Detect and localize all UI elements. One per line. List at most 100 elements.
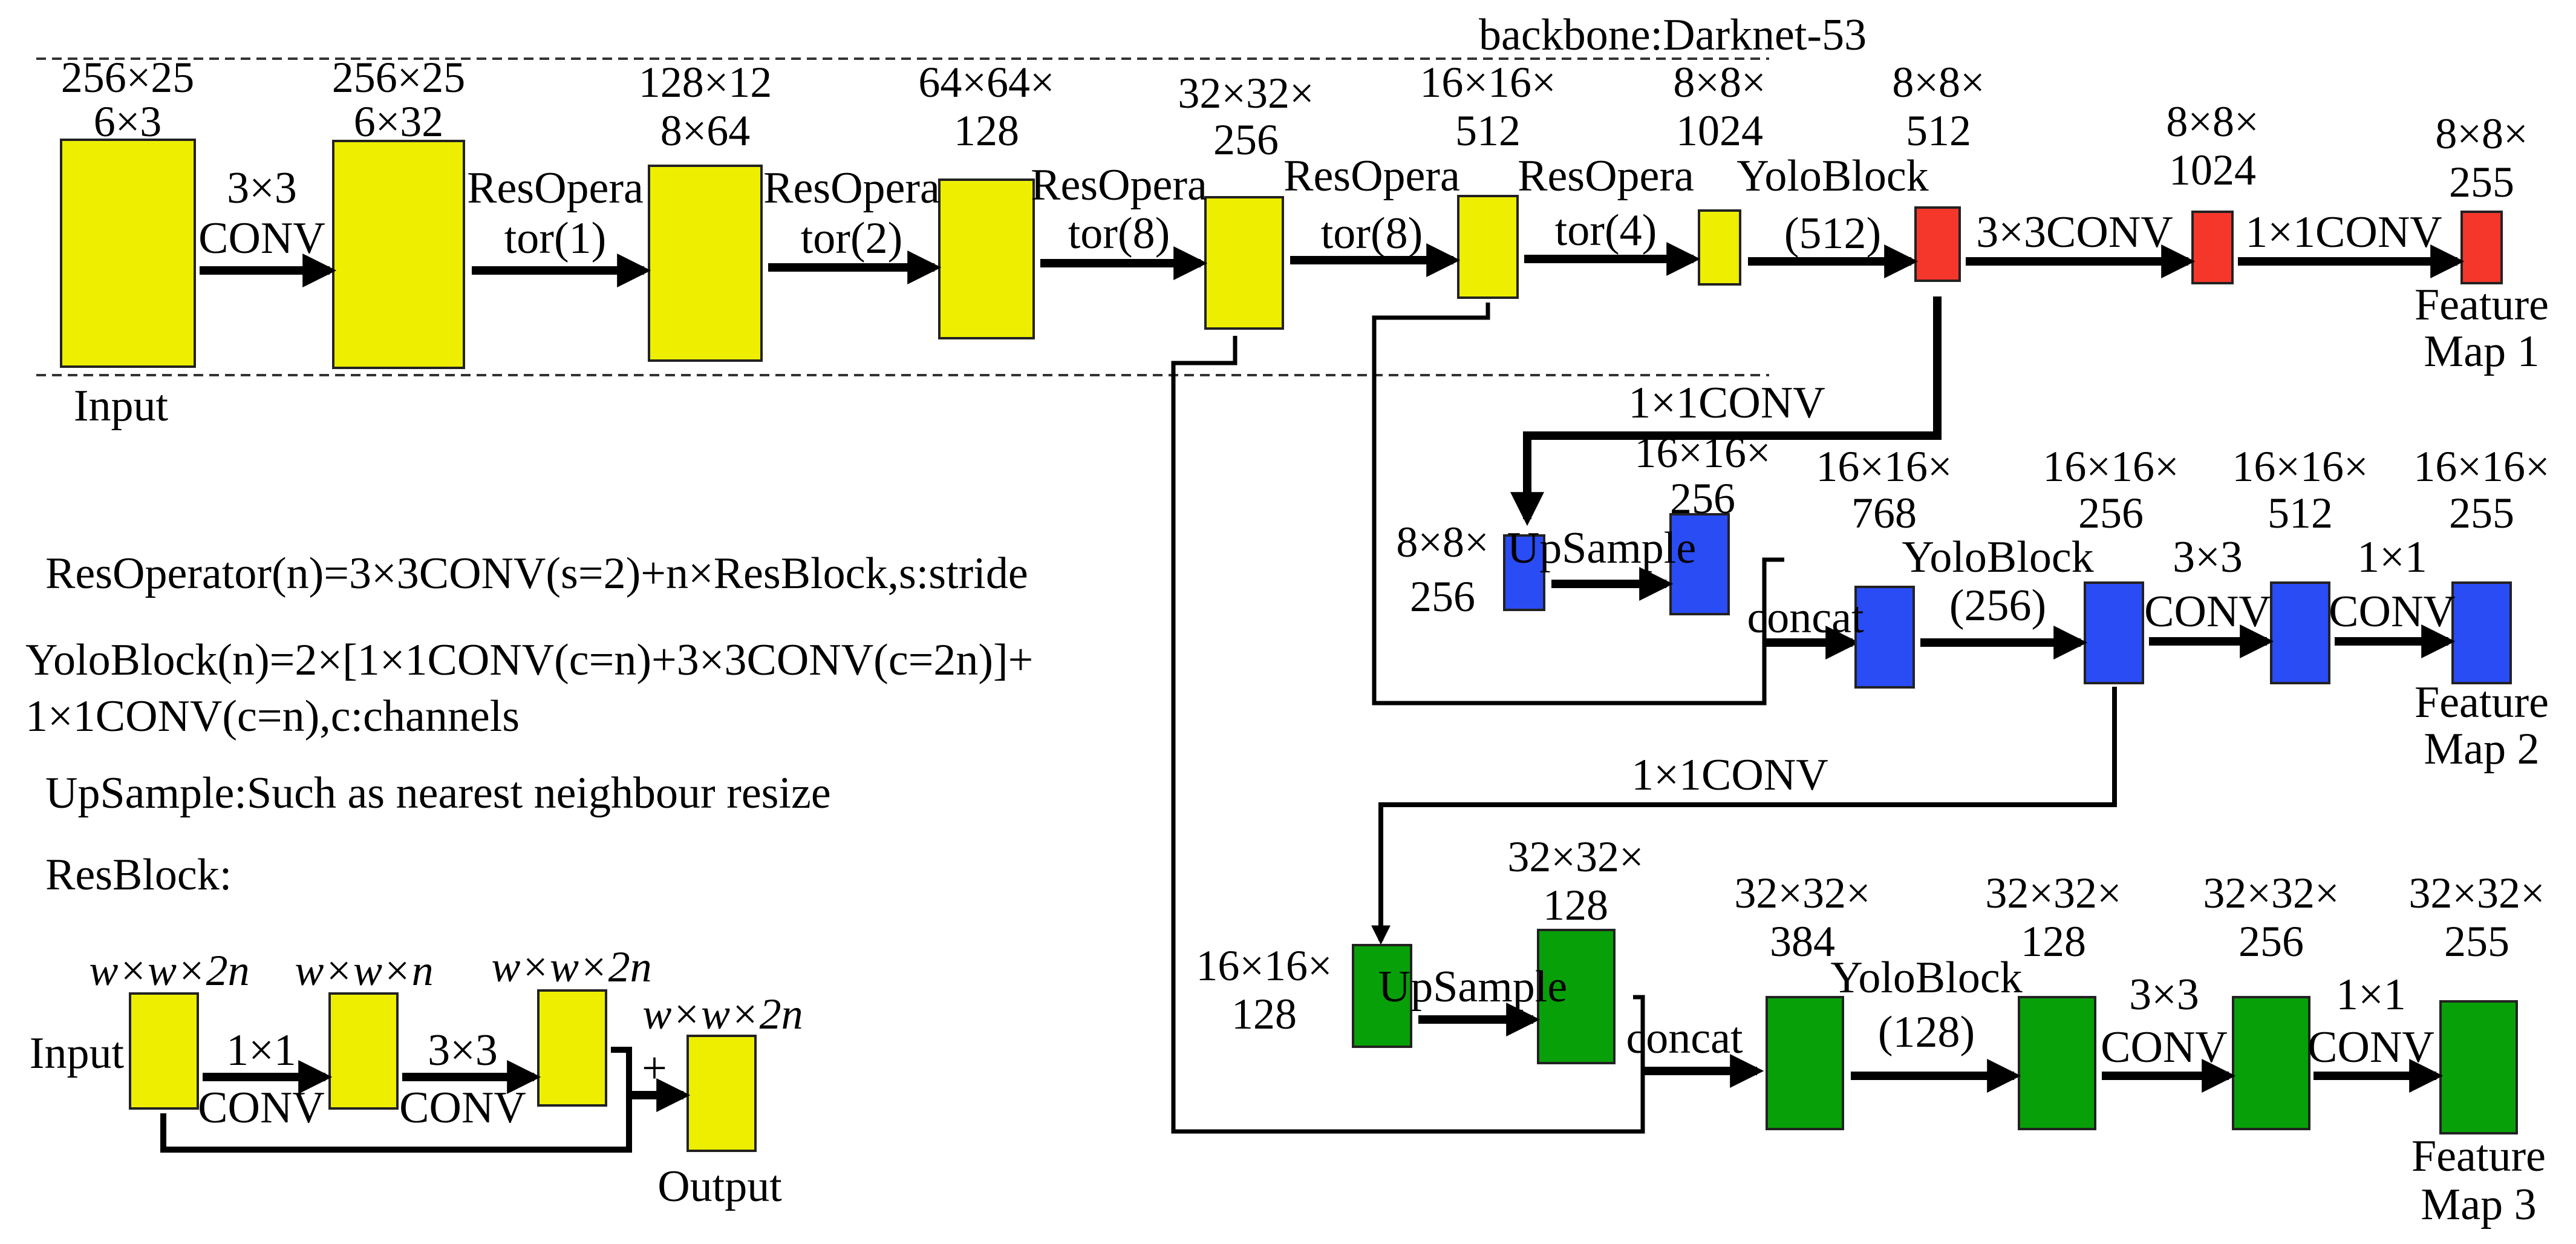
shape-label: 16×16× — [1196, 941, 1332, 990]
op-label: 3×3 — [227, 163, 297, 213]
shape-label: 8×8× — [1892, 58, 1984, 106]
op-label: CONV — [2307, 1023, 2434, 1072]
layer-box-mid-yolo — [2084, 581, 2144, 684]
shape-label: 512 — [2268, 489, 2333, 537]
shape-label: 32×32× — [1734, 869, 1870, 917]
route-1x1conv-to-mid — [1510, 296, 1942, 526]
shape-label: 6×32 — [354, 97, 444, 146]
backbone-region: backbone:Darknet-53 — [36, 10, 1867, 376]
shape-label: 8×8× — [2166, 97, 2258, 146]
shape-label: 8×8× — [1396, 518, 1489, 566]
resblock-shape: w×w×2n — [89, 946, 249, 995]
resblock-box-input — [129, 992, 199, 1110]
shape-label: 16×16× — [2413, 442, 2549, 491]
op-label: tor(8) — [1321, 209, 1423, 258]
op-label: tor(8) — [1068, 209, 1170, 258]
layer-box-input — [60, 139, 196, 368]
resblock-shape: w×w×2n — [642, 990, 803, 1038]
layer-box-res8b — [1457, 195, 1519, 299]
shape-label: 256 — [2078, 489, 2144, 537]
concat-label: concat — [1747, 593, 1864, 643]
op-label: (256) — [1949, 581, 2046, 630]
layer-box-bot-yolo — [2018, 996, 2096, 1130]
op-label: tor(2) — [801, 214, 903, 263]
op-label: CONV — [2101, 1023, 2228, 1072]
shape-label: 16×16× — [2043, 442, 2179, 491]
skip-route-mid — [1372, 303, 1784, 705]
shape-label: 128 — [1543, 881, 1608, 929]
shape-label: 16×16× — [2232, 442, 2368, 491]
shape-label: 32×32× — [1178, 69, 1314, 117]
shape-label: 16×16× — [1420, 58, 1556, 106]
shape-label: 32×32× — [2408, 869, 2545, 917]
shape-label: 256×25 — [332, 53, 466, 102]
feature-map-2-box — [2451, 581, 2512, 684]
concat-label: concat — [1626, 1013, 1743, 1063]
shape-label: 256 — [1670, 474, 1735, 523]
shape-label: 255 — [2449, 158, 2514, 206]
legend-resoperator: ResOperator(n)=3×3CONV(s=2)+n×ResBlock,s… — [45, 549, 1028, 598]
feature-map-3-box — [2439, 1000, 2518, 1134]
op-label: ResOpera — [763, 163, 940, 213]
shape-label: 128 — [2021, 917, 2086, 966]
feature-map-3-label: Feature — [2411, 1131, 2546, 1181]
shape-label: 512 — [1906, 106, 1971, 155]
op-label: YoloBlock — [1830, 953, 2022, 1003]
shape-label: 255 — [2444, 917, 2509, 966]
legend-yoloblock-line2: 1×1CONV(c=n),c:channels — [25, 692, 520, 741]
layer-box-mid-up — [1669, 513, 1730, 615]
legend-yoloblock-line1: YoloBlock(n)=2×[1×1CONV(c=n)+3×3CONV(c=2… — [25, 635, 1033, 685]
shape-label: 1024 — [2169, 146, 2256, 194]
shape-label: 6×3 — [94, 97, 162, 146]
resblock-output-label: Output — [657, 1162, 782, 1211]
top-row-scale1: 256×25 6×3 256×25 6×32 128×12 8×64 64×64… — [60, 53, 2549, 431]
shape-label: 384 — [1770, 917, 1835, 966]
op-label: tor(1) — [504, 214, 607, 263]
op-label: 1×1 — [2357, 532, 2427, 582]
shape-label: 16×16× — [1634, 428, 1770, 477]
shape-label: 32×32× — [1507, 833, 1643, 881]
shape-label: 32×32× — [2203, 869, 2339, 917]
op-label: CONV — [2329, 587, 2456, 637]
op-label: ResOpera — [467, 163, 644, 213]
feature-map-1-box — [2460, 211, 2503, 284]
shape-label: 255 — [2449, 489, 2514, 537]
shape-label: 1024 — [1676, 106, 1763, 155]
shape-label: 8×8× — [1673, 58, 1766, 106]
layer-box-mid-conv3 — [2270, 581, 2330, 684]
op-label: 1×1 — [2336, 970, 2406, 1020]
op-label: 1×1CONV — [2245, 208, 2442, 257]
resblock-box-output — [686, 1035, 757, 1152]
resblock-diagram: w×w×2n w×w×n w×w×2n w×w×2n Input Output … — [30, 943, 803, 1211]
bottom-row-scale3: 1×1CONV 16×16× 128 UpSample 32×32× 128 c… — [1196, 750, 2546, 1229]
shape-label: 128 — [954, 106, 1019, 155]
resblock-input-label: Input — [30, 1029, 125, 1078]
layer-box-bot-concat — [1766, 996, 1844, 1130]
op-label: ResOpera — [1283, 151, 1460, 201]
layer-box-mid-concat — [1854, 586, 1915, 689]
legend-upsample: UpSample:Such as nearest neighbour resiz… — [45, 768, 831, 818]
op-label: ResOpera — [1518, 151, 1694, 201]
resblock-shape: w×w×n — [295, 946, 433, 995]
resblock-box-conv — [537, 989, 607, 1107]
route-1x1conv-to-bot — [1371, 687, 2117, 945]
bot-conv-label: 1×1CONV — [1631, 750, 1828, 800]
legend: ResOperator(n)=3×3CONV(s=2)+n×ResBlock,s… — [25, 549, 1033, 900]
mid-conv-label: 1×1CONV — [1628, 378, 1825, 428]
layer-box-res4 — [1698, 209, 1741, 286]
layer-box-res2 — [938, 178, 1035, 339]
shape-label: 256 — [1410, 572, 1475, 621]
resblock-shape: w×w×2n — [491, 943, 651, 991]
op-label: YoloBlock — [1902, 532, 2093, 582]
layer-box-conv3x3-s1 — [2191, 211, 2234, 284]
op-label: 1×1 — [226, 1026, 296, 1075]
feature-map-2-label: Map 2 — [2424, 724, 2539, 774]
feature-map-2-label: Feature — [2415, 678, 2549, 727]
legend-resblock: ResBlock: — [45, 850, 232, 900]
layer-box-bot-conv3 — [2232, 996, 2310, 1130]
layer-box-bot-in — [1352, 944, 1412, 1048]
backbone-label: backbone:Darknet-53 — [1479, 10, 1867, 60]
layer-box-res1 — [648, 165, 763, 362]
input-label: Input — [74, 381, 169, 431]
